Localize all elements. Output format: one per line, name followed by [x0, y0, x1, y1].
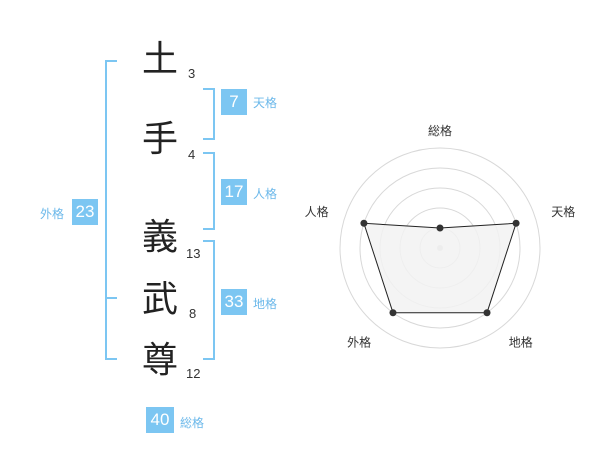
radar-axis-label-2: 天格: [551, 204, 575, 219]
radar-axis-label-3: 地格: [509, 335, 533, 350]
jinkaku-bracket: [203, 152, 215, 230]
soukaku-label: 総格: [180, 416, 205, 430]
soukaku-badge: 40: [146, 407, 174, 433]
radar-ring: [359, 167, 521, 329]
tenkaku-bracket: [203, 88, 215, 140]
radar-polygon: [363, 222, 517, 314]
jinkaku-badge: 17: [221, 179, 247, 205]
radar-point-3: [483, 309, 491, 317]
chikaku-badge: 33: [221, 289, 247, 315]
gaikaku-bracket-divider: [105, 297, 117, 299]
gaikaku-bracket: [105, 60, 117, 360]
name-char-4: 武: [141, 279, 178, 320]
stroke-count-3: 13: [186, 246, 201, 261]
radar-ring: [339, 147, 541, 349]
tenkaku-label: 天格: [253, 96, 278, 110]
radar-point-1: [436, 224, 444, 232]
gaikaku-badge: 23: [72, 199, 98, 225]
radar-axis-label-4: 外格: [347, 335, 371, 350]
radar-point-4: [389, 309, 397, 317]
tenkaku-badge: 7: [221, 89, 247, 115]
stroke-count-5: 12: [186, 366, 201, 381]
radar-point-2: [512, 219, 520, 227]
name-char-3: 義: [141, 217, 178, 258]
name-char-2: 手: [141, 119, 178, 160]
gaikaku-label: 外格: [40, 207, 65, 221]
chikaku-bracket: [203, 240, 215, 360]
stroke-count-4: 8: [189, 306, 197, 321]
chikaku-label: 地格: [253, 297, 278, 311]
radar-points: [360, 219, 520, 317]
radar-point-5: [360, 219, 368, 227]
radar-axis-label-5: 人格: [305, 204, 329, 219]
name-char-5: 尊: [141, 340, 178, 381]
radar-axis-label-1: 総格: [428, 123, 452, 138]
radar-shape: [363, 222, 517, 314]
jinkaku-label: 人格: [253, 187, 278, 201]
name-char-1: 土: [141, 39, 178, 80]
stroke-count-2: 4: [188, 147, 196, 162]
stroke-count-1: 3: [188, 66, 196, 81]
